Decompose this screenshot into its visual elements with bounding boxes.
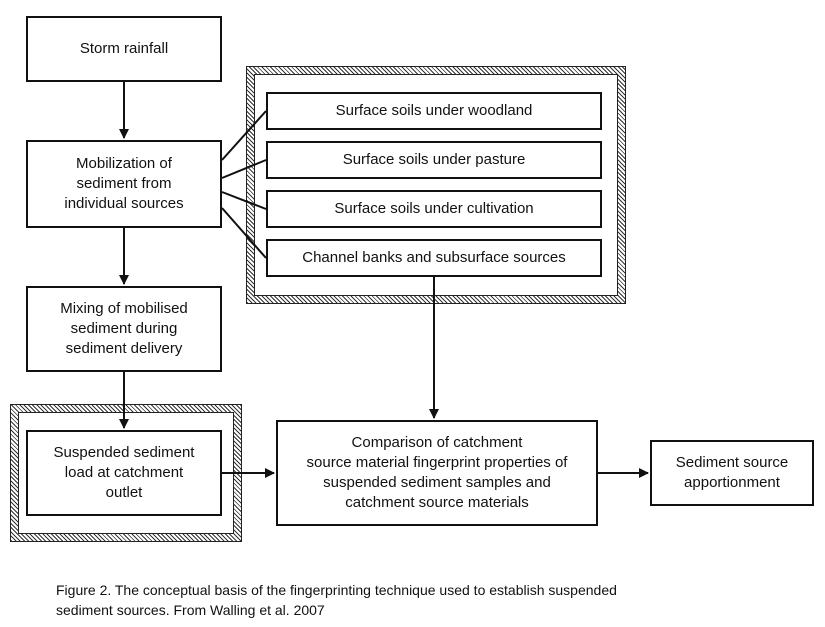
source-cultivation-box: Surface soils under cultivation <box>266 190 602 228</box>
suspended-load-label: Suspended sediment load at catchment out… <box>53 444 195 501</box>
comparison-label: Comparison of catchment source material … <box>306 434 568 511</box>
storm-rainfall-box: Storm rainfall <box>26 16 222 82</box>
source-pasture-box: Surface soils under pasture <box>266 141 602 179</box>
mixing-label: Mixing of mobilised sediment during sedi… <box>60 300 188 357</box>
figure-caption-text: Figure 2. The conceptual basis of the fi… <box>56 582 617 618</box>
suspended-load-box: Suspended sediment load at catchment out… <box>26 430 222 516</box>
line-mobilization-to-woodland <box>221 110 267 161</box>
line-mobilization-to-cultivation <box>221 191 267 210</box>
figure-caption: Figure 2. The conceptual basis of the fi… <box>56 580 776 620</box>
line-mobilization-to-channel-banks <box>221 207 267 259</box>
source-channel-banks-label: Channel banks and subsurface sources <box>302 249 566 266</box>
source-woodland-label: Surface soils under woodland <box>335 102 533 119</box>
source-pasture-label: Surface soils under pasture <box>342 151 526 168</box>
source-channel-banks-box: Channel banks and subsurface sources <box>266 239 602 277</box>
apportionment-box: Sediment source apportionment <box>650 440 814 506</box>
mixing-box: Mixing of mobilised sediment during sedi… <box>26 286 222 372</box>
comparison-box: Comparison of catchment source material … <box>276 420 598 526</box>
mobilization-box: Mobilization of sediment from individual… <box>26 140 222 228</box>
apportionment-label: Sediment source apportionment <box>675 454 789 491</box>
line-mobilization-to-pasture <box>221 159 267 179</box>
mobilization-label: Mobilization of sediment from individual… <box>64 155 184 212</box>
storm-rainfall-label: Storm rainfall <box>79 40 169 57</box>
source-woodland-box: Surface soils under woodland <box>266 92 602 130</box>
source-cultivation-label: Surface soils under cultivation <box>334 200 534 217</box>
